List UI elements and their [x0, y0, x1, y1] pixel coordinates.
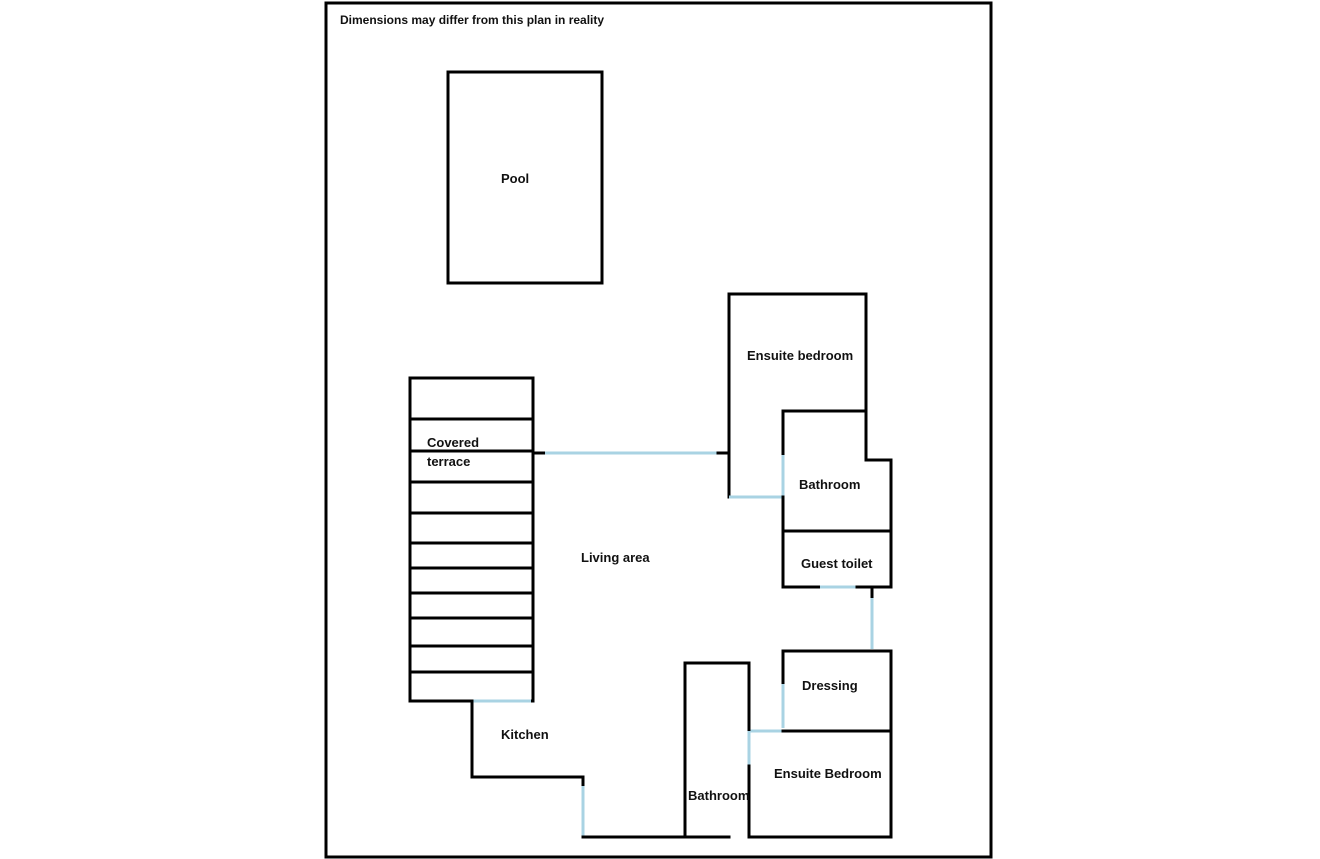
living-area-label: Living area [581, 550, 650, 565]
kitchen-label: Kitchen [501, 727, 549, 742]
ensuite-bedroom-bottom [748, 729, 893, 839]
ensuite-bedroom-bottom-label: Ensuite Bedroom [774, 766, 882, 781]
covered-terrace [408, 376, 535, 703]
guest-toilet-label: Guest toilet [801, 556, 873, 571]
pool-label: Pool [501, 171, 529, 186]
ensuite-bedroom-top-label: Ensuite bedroom [747, 348, 853, 363]
kitchen [470, 699, 731, 839]
pool-outline [446, 70, 604, 285]
covered-terrace-label-line1: Covered [427, 435, 479, 450]
plan-border [324, 1, 993, 859]
bathroom-top [781, 409, 893, 533]
covered-terrace-label-line2: terrace [427, 454, 470, 469]
bathroom-bottom-label: Bathroom [688, 788, 749, 803]
dressing-label: Dressing [802, 678, 858, 693]
bathroom-bottom [683, 661, 751, 839]
ensuite-bedroom-top [727, 292, 893, 533]
bathroom-top-label: Bathroom [799, 477, 860, 492]
dressing [750, 649, 893, 733]
guest-toilet [781, 529, 893, 649]
disclaimer-note: Dimensions may differ from this plan in … [340, 13, 604, 27]
